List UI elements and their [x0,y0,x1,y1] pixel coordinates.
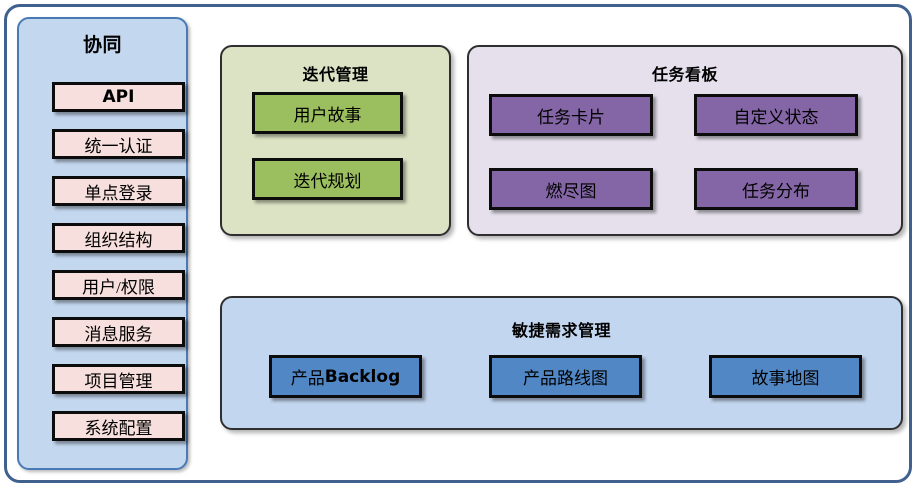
sidebar-item-user-permission[interactable]: 用户/权限 [52,270,185,300]
panel-collaboration-title: 协同 [82,34,122,56]
agile-item-story-map[interactable]: 故事地图 [709,355,862,398]
agile-item-product-backlog-latin: Backlog [324,366,401,387]
panel-iteration-management[interactable]: 迭代管理 [220,45,451,236]
panel-collaboration[interactable]: 协同 API 统一认证 单点登录 组织结构 用户/权限 消息服务 项目管理 系统… [17,17,188,470]
iteration-item-iteration-plan[interactable]: 迭代规划 [252,158,403,200]
sidebar-item-org-structure[interactable]: 组织结构 [52,223,185,253]
sidebar-item-system-config[interactable]: 系统配置 [52,411,185,441]
sidebar-item-project-mgmt[interactable]: 项目管理 [52,364,185,394]
outer-frame [4,4,912,483]
sidebar-item-sso[interactable]: 单点登录 [52,176,185,206]
agile-item-product-roadmap[interactable]: 产品路线图 [489,355,642,398]
agile-item-product-backlog-cjk: 产品 [290,369,325,388]
taskboard-item-task-card[interactable]: 任务卡片 [489,94,653,136]
sidebar-item-message-service[interactable]: 消息服务 [52,317,185,347]
panel-task-board-title: 任务看板 [651,65,718,84]
sidebar-item-api[interactable]: API [52,82,185,112]
panel-iteration-title: 迭代管理 [302,65,369,84]
taskboard-item-burndown[interactable]: 燃尽图 [489,168,653,210]
sidebar-item-unified-auth[interactable]: 统一认证 [52,129,185,159]
panel-agile-title: 敏捷需求管理 [511,321,611,340]
taskboard-item-task-distribution[interactable]: 任务分布 [694,168,858,210]
iteration-item-user-story[interactable]: 用户故事 [252,92,403,134]
taskboard-item-custom-status[interactable]: 自定义状态 [694,94,858,136]
